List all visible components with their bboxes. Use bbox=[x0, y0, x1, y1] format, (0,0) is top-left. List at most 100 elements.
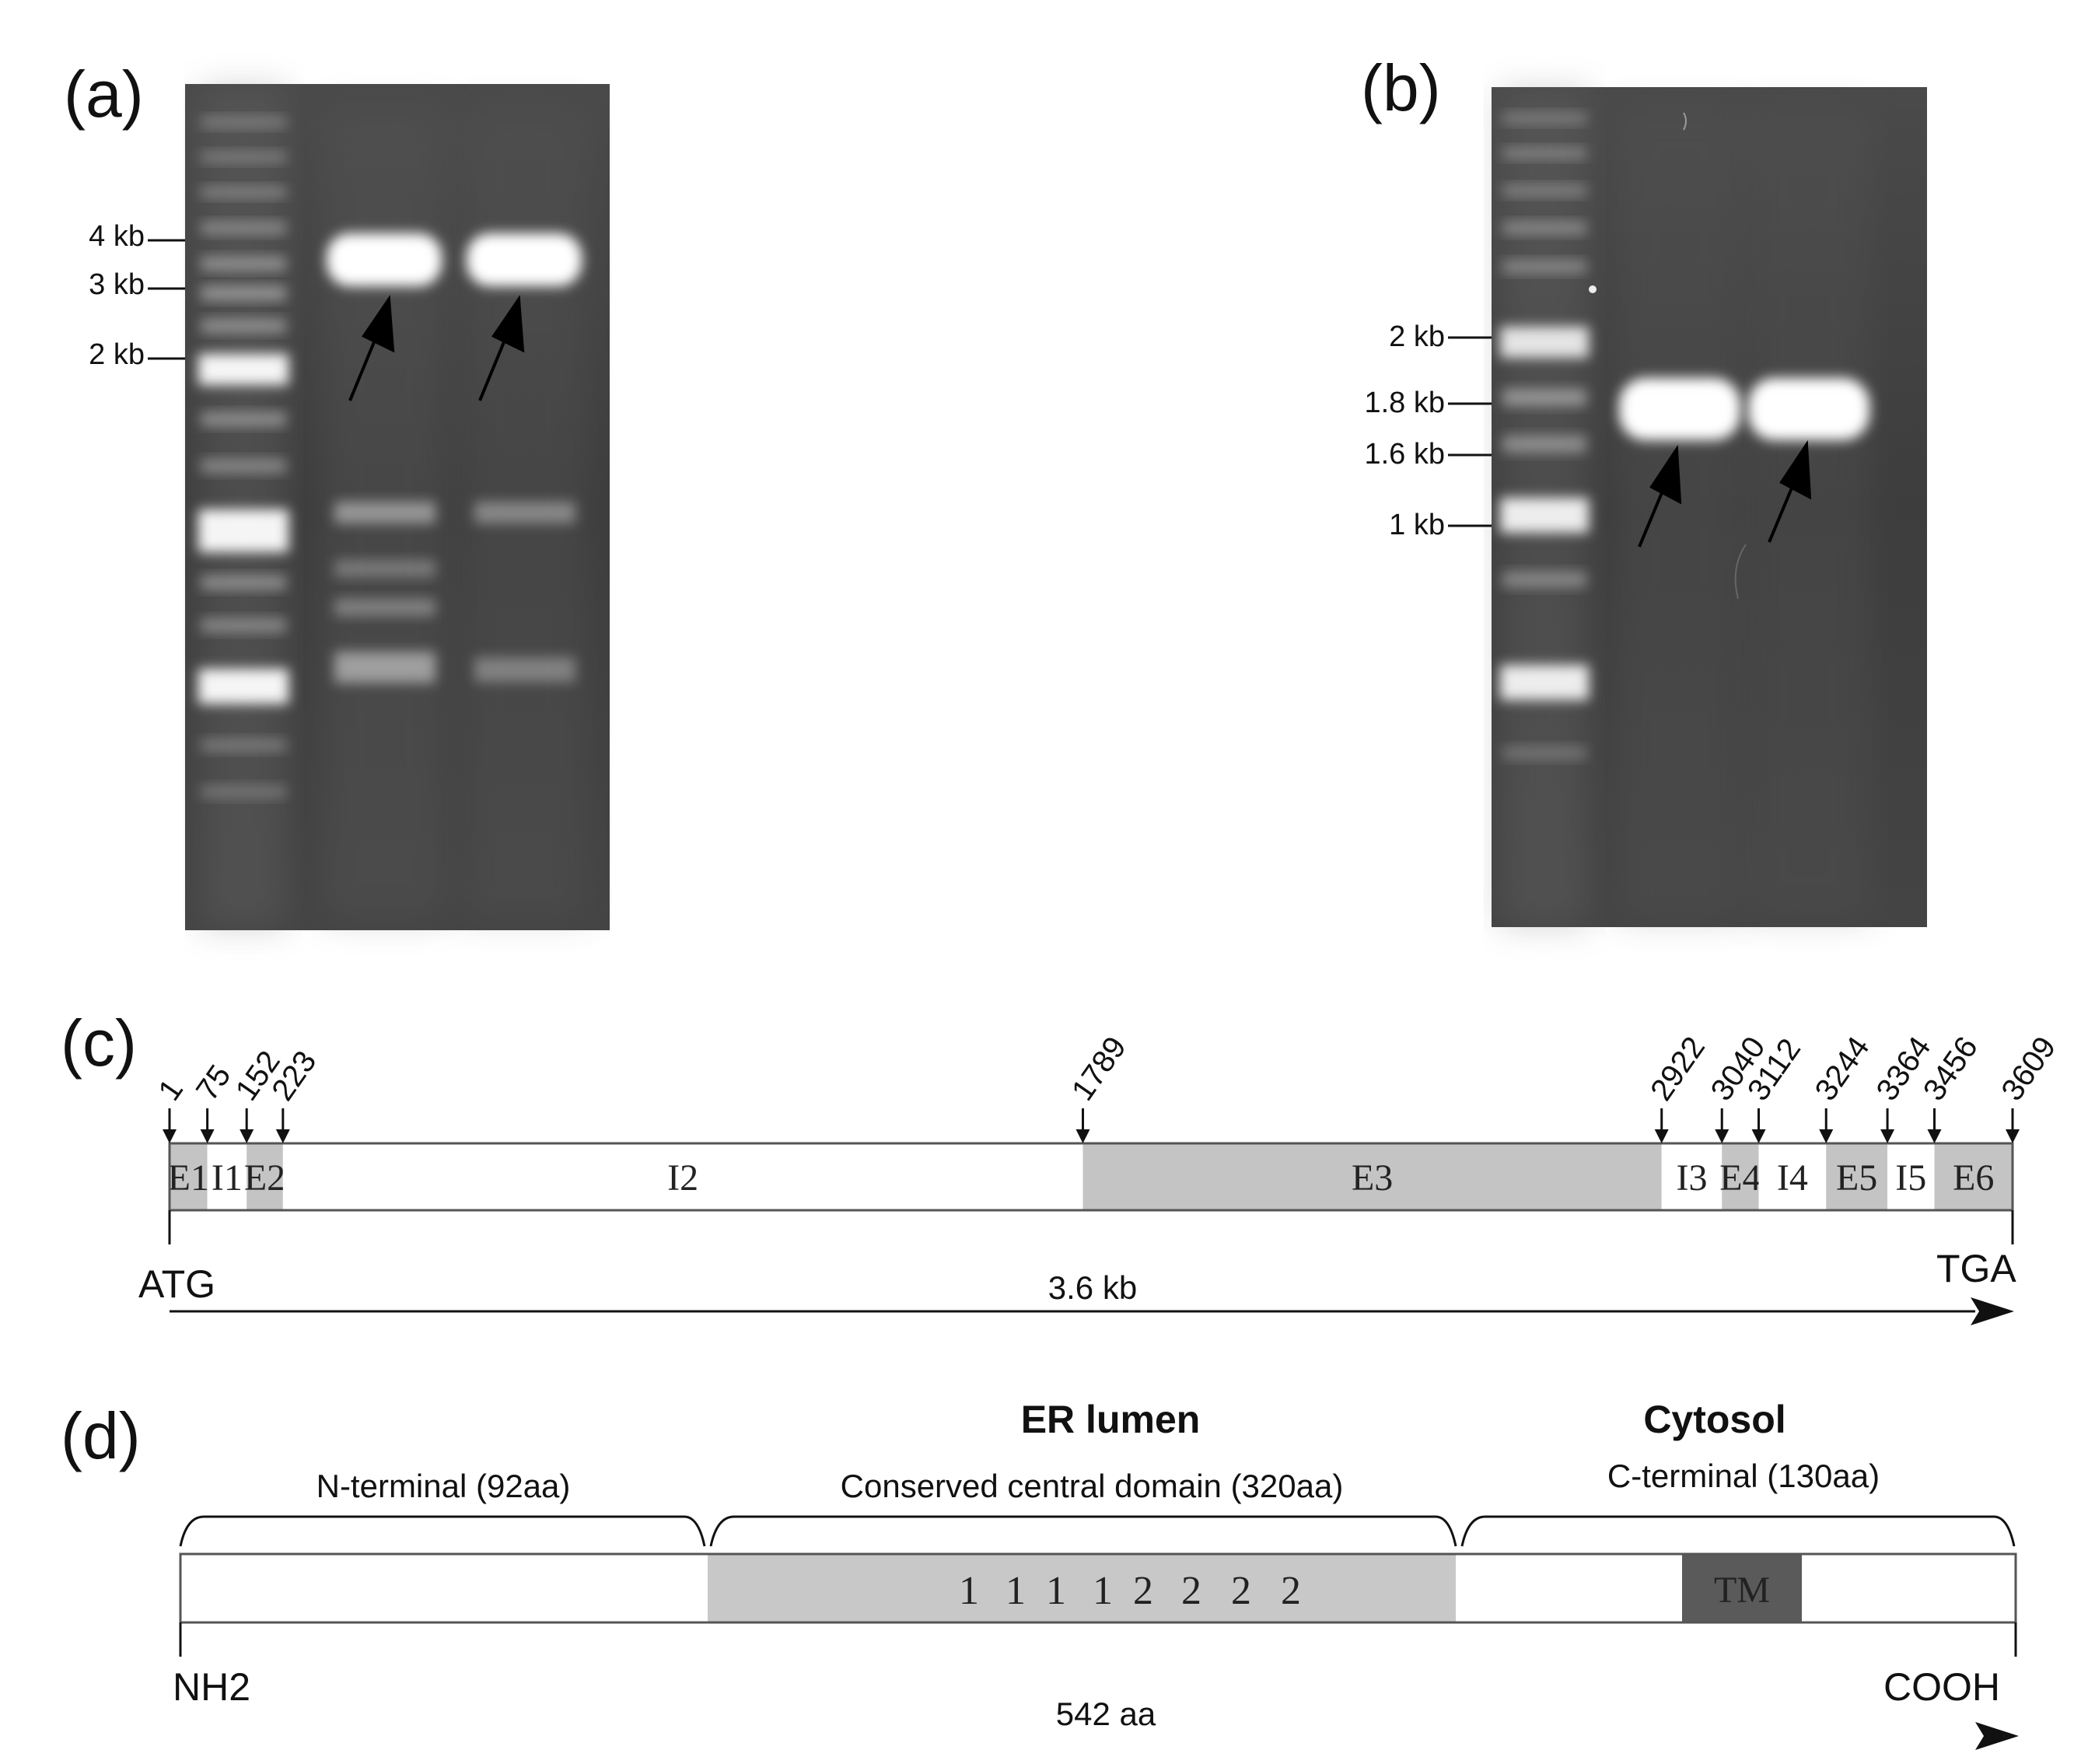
central-brace bbox=[709, 1515, 1457, 1547]
position-label: 3456 bbox=[1917, 1031, 1985, 1107]
arrowhead-icon bbox=[1779, 439, 1812, 500]
arrowhead-icon bbox=[1880, 1129, 1895, 1143]
n-terminal-label: N-terminal (92aa) bbox=[317, 1468, 571, 1504]
position-label: 3244 bbox=[1809, 1031, 1876, 1107]
tm-label: TM bbox=[1714, 1570, 1770, 1611]
gel-a bbox=[185, 84, 610, 930]
arrowhead-icon bbox=[163, 1129, 177, 1143]
stop-codon: TGA bbox=[1936, 1247, 2016, 1290]
segment-label: I5 bbox=[1895, 1157, 1926, 1199]
arrowhead-icon bbox=[275, 1129, 290, 1143]
gel-a-arrows bbox=[348, 295, 525, 401]
gel-b-ladder bbox=[1500, 113, 1589, 759]
er-lumen-label: ER lumen bbox=[1021, 1398, 1201, 1441]
panel-a-label: (a) bbox=[64, 58, 144, 131]
segment-label: E2 bbox=[244, 1157, 285, 1199]
marker-label: 2 kb bbox=[89, 338, 145, 371]
marker-label: 1 kb bbox=[1389, 509, 1445, 541]
exon-e2 bbox=[247, 1143, 283, 1210]
marker-label: 1.8 kb bbox=[1364, 387, 1445, 419]
panel-d-label: (d) bbox=[61, 1399, 141, 1472]
segment-label: E1 bbox=[168, 1157, 209, 1199]
c-terminal-brace bbox=[1460, 1515, 2016, 1547]
arrowhead-icon bbox=[1715, 1129, 1730, 1143]
exon-e5 bbox=[1826, 1143, 1888, 1210]
gel-b-markers: 2 kb 1.8 kb 1.6 kb 1 kb bbox=[1364, 320, 1492, 541]
cooh-label: COOH bbox=[1883, 1665, 2000, 1709]
c-terminal-label: C-terminal (130aa) bbox=[1607, 1458, 1880, 1494]
segment-label: I1 bbox=[212, 1157, 243, 1199]
protein-structure: ER lumen Cytosol N-terminal (92aa) Conse… bbox=[173, 1398, 2019, 1750]
arrowhead-icon bbox=[1975, 1722, 2019, 1750]
gene-length: 3.6 kb bbox=[1048, 1269, 1137, 1306]
central-domain-label: Conserved central domain (320aa) bbox=[841, 1468, 1344, 1504]
gel-a-band-main-1 bbox=[327, 233, 442, 286]
tm-domain bbox=[1682, 1554, 1802, 1622]
nh2-label: NH2 bbox=[173, 1665, 250, 1709]
repeat-number: 2 bbox=[1133, 1569, 1153, 1613]
gel-a-band-main-2 bbox=[467, 233, 582, 286]
segment-label: I3 bbox=[1676, 1157, 1707, 1199]
gel-b-band-main-1 bbox=[1619, 378, 1740, 440]
protein-length: 542 aa bbox=[1056, 1696, 1156, 1732]
marker-label: 3 kb bbox=[89, 268, 145, 301]
gel-b bbox=[1492, 87, 1927, 927]
marker-label: 2 kb bbox=[1389, 320, 1445, 353]
arrowhead-icon bbox=[1654, 1129, 1669, 1143]
repeat-number: 1 bbox=[1006, 1569, 1026, 1613]
gel-a-ladder-lane bbox=[201, 89, 286, 926]
panel-b-label: (b) bbox=[1361, 51, 1441, 124]
exon-e6 bbox=[1934, 1143, 2013, 1210]
arrowhead-icon bbox=[200, 1129, 215, 1143]
arrowhead-icon bbox=[2006, 1129, 2020, 1143]
arrowhead-icon bbox=[491, 295, 525, 353]
position-label: 1 bbox=[152, 1073, 190, 1107]
segment-label: E6 bbox=[1953, 1157, 1994, 1199]
position-label: 1789 bbox=[1065, 1031, 1133, 1107]
protein-outline bbox=[179, 1552, 2017, 1624]
repeat-number: 2 bbox=[1181, 1569, 1201, 1613]
gel-a-ladder bbox=[198, 117, 289, 798]
gel-b-arrows bbox=[1638, 439, 1812, 548]
arrowhead-icon bbox=[1927, 1129, 1942, 1143]
exon-e1 bbox=[170, 1143, 208, 1210]
arrowhead-icon bbox=[240, 1129, 254, 1143]
position-label: 3609 bbox=[1995, 1031, 2062, 1107]
arrowhead-icon bbox=[1819, 1129, 1834, 1143]
gel-b-band-main-2 bbox=[1748, 378, 1869, 440]
panel-c-label: (c) bbox=[61, 1006, 137, 1080]
cytosol-label: Cytosol bbox=[1643, 1398, 1785, 1441]
repeat-number: 2 bbox=[1281, 1569, 1301, 1613]
domain-braces bbox=[179, 1515, 2016, 1547]
arrowhead-icon bbox=[362, 295, 395, 353]
intron-i2 bbox=[282, 1143, 1083, 1210]
intron-i1 bbox=[207, 1143, 247, 1210]
marker-label: 4 kb bbox=[89, 220, 145, 253]
marker-label: 1.6 kb bbox=[1364, 438, 1445, 471]
start-codon: ATG bbox=[138, 1262, 215, 1306]
segment-label: E5 bbox=[1836, 1157, 1877, 1199]
intron-i3 bbox=[1661, 1143, 1723, 1210]
exon-e4 bbox=[1722, 1143, 1759, 1210]
intron-i5 bbox=[1887, 1143, 1935, 1210]
n-terminal-brace bbox=[179, 1515, 706, 1547]
segment-label: I2 bbox=[667, 1157, 698, 1199]
gel-a-minor-bands bbox=[334, 502, 575, 683]
arrowhead-icon bbox=[1751, 1129, 1766, 1143]
repeat-number: 1 bbox=[1046, 1569, 1066, 1613]
segment-label: E3 bbox=[1352, 1157, 1393, 1199]
position-label: 75 bbox=[190, 1059, 238, 1107]
gel-a-markers: 4 kb 3 kb 2 kb bbox=[89, 220, 185, 371]
intron-i4 bbox=[1758, 1143, 1827, 1210]
gel-b-lane-3 bbox=[1746, 109, 1870, 918]
exon-e3 bbox=[1082, 1143, 1662, 1210]
position-label: 2922 bbox=[1644, 1031, 1712, 1107]
position-label: 223 bbox=[265, 1045, 323, 1107]
segment-label: E4 bbox=[1719, 1157, 1761, 1199]
repeat-numbers: 1 1 1 1 2 2 2 2 bbox=[959, 1569, 1301, 1613]
gel-b-lane-2 bbox=[1618, 109, 1742, 918]
arrowhead-icon bbox=[1971, 1297, 2014, 1325]
